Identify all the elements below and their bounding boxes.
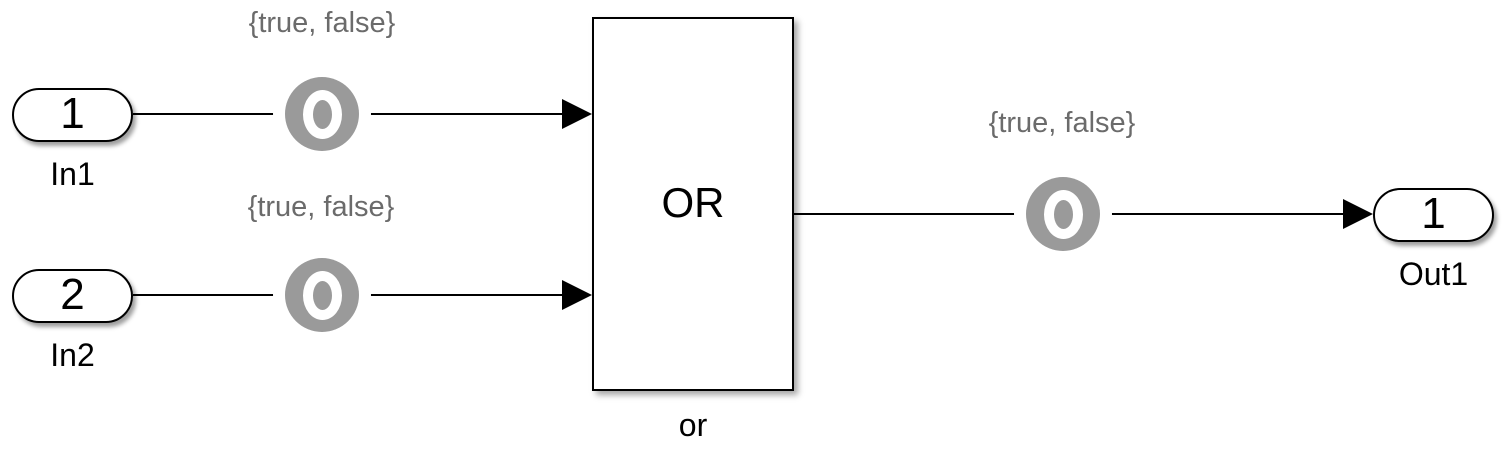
signal-range-annotation-in1[interactable]: {true, false} [248,7,396,39]
logical-operator-label[interactable]: or [678,407,708,443]
outport-block-out1[interactable]: 1 [1373,188,1494,242]
inport-number: 2 [60,269,85,319]
logical-operator-text: OR [661,179,725,226]
signal-range-annotation-out[interactable]: {true, false} [988,107,1136,139]
o-glyph-icon [302,270,342,320]
logical-operator-block[interactable] [592,17,794,391]
o-glyph-icon [302,89,342,139]
signal-range-annotation-in2[interactable]: {true, false} [247,191,395,223]
wire-arrowhead-icon [562,280,592,310]
inport-label-in1[interactable]: In1 [50,156,95,192]
wire-arrowhead-icon [1343,199,1373,229]
outport-label-out1[interactable]: Out1 [1398,256,1469,292]
inport-block-in1[interactable]: 1 [12,88,133,142]
signal-marker-icon[interactable] [1026,177,1100,251]
inport-block-in2[interactable]: 2 [12,269,133,323]
inport-label-in2[interactable]: In2 [50,337,95,373]
outport-number: 1 [1421,188,1446,238]
wire-arrowhead-icon [562,99,592,129]
signal-marker-icon[interactable] [285,77,359,151]
inport-number: 1 [60,88,85,138]
signal-marker-icon[interactable] [285,258,359,332]
o-glyph-icon [1043,189,1083,239]
